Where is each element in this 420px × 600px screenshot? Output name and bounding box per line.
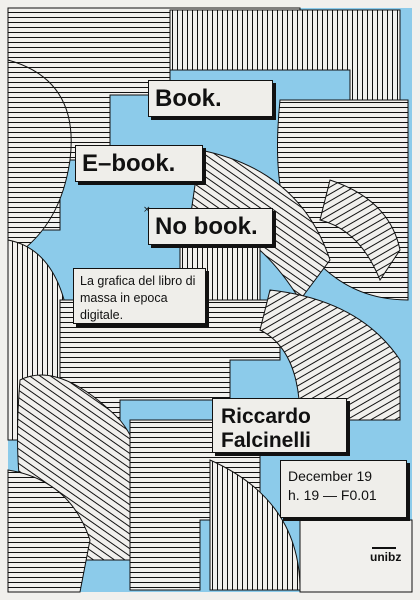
speaker-last-name: Falcinelli (221, 429, 311, 453)
event-details: December 19 h. 19 — F0.01 (280, 460, 407, 518)
event-date: December 19 (288, 468, 373, 484)
speaker-first-name: Riccardo (221, 405, 311, 428)
title-ebook: E–book. (75, 145, 203, 182)
asterisk-mark: × (143, 205, 151, 215)
logo-rule (372, 547, 396, 549)
title-book: Book. (148, 80, 273, 117)
title-no-book: No book. (148, 208, 273, 245)
subtitle: La grafica del libro di massa in epoca d… (73, 268, 206, 324)
subtitle-line-2: massa in epoca digitale. (80, 290, 168, 322)
event-time-place: h. 19 — F0.01 (288, 486, 377, 503)
speaker-name: Riccardo Falcinelli (212, 398, 347, 453)
unibz-logo: unibz (370, 550, 402, 564)
subtitle-line-1: La grafica del libro di (80, 274, 196, 288)
